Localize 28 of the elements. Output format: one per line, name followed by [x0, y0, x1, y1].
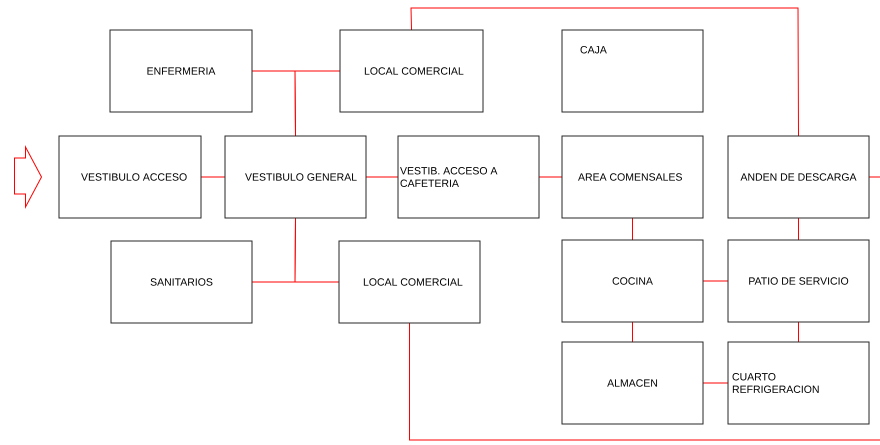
room-box: ALMACEN	[562, 342, 704, 424]
connector-line	[539, 176, 562, 178]
connector-line	[366, 176, 398, 178]
room-box: AREA COMENSALES	[562, 136, 704, 218]
connector-line	[201, 176, 225, 178]
connector-line	[798, 322, 799, 342]
connector-line	[632, 218, 633, 240]
connector-line	[294, 218, 339, 282]
connector-line	[632, 322, 633, 342]
room-box: VESTIB. ACCESO A CAFETERIA	[398, 136, 540, 218]
connector-line	[798, 218, 799, 240]
connector-line	[410, 8, 799, 136]
room-box: PATIO DE SERVICIO	[728, 240, 870, 322]
connector-line	[703, 382, 728, 384]
room-box: VESTIBULO GENERAL	[224, 136, 366, 218]
connector-line	[294, 70, 340, 136]
room-box: LOCAL COMERCIAL	[340, 30, 484, 112]
connector-line	[703, 280, 728, 282]
room-box: ENFERMERIA	[110, 30, 252, 112]
room-box: COCINA	[562, 240, 704, 322]
room-box: SANITARIOS	[110, 240, 252, 324]
room-box: LOCAL COMERCIAL	[338, 240, 480, 324]
room-box: VESTIBULO ACCESO	[58, 136, 202, 218]
connector-line	[869, 176, 880, 178]
room-box: ANDEN DE DESCARGA	[728, 136, 870, 218]
connector-line	[409, 323, 880, 440]
room-box: CUARTO REFRIGERACION	[728, 342, 870, 424]
room-box: CAJA	[562, 30, 704, 112]
